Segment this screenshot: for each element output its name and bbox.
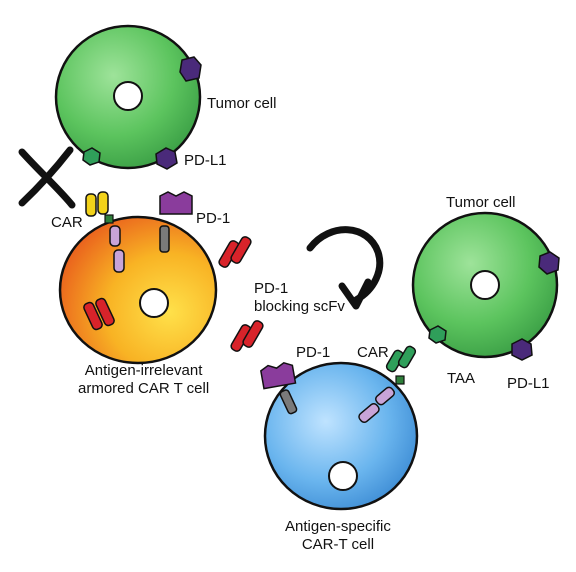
label-tumor-cell-right: Tumor cell: [446, 194, 516, 211]
armored-car-t-cell: [58, 191, 218, 365]
label-tumor-cell-top: Tumor cell: [207, 95, 277, 112]
label-armored-line1: Antigen-irrelevant: [84, 362, 203, 379]
label-pd1-blocking-line1: PD-1: [254, 280, 289, 297]
pd1-receptor-left: [159, 191, 193, 253]
taa-marker: [428, 325, 447, 344]
pdl1-marker-right-lower: [511, 338, 533, 361]
label-specific-line1: Antigen-specific: [285, 518, 391, 535]
antigen-marker-top: [82, 147, 101, 166]
specific-car-t-cell: [260, 345, 419, 511]
label-pd1-left: PD-1: [196, 210, 231, 227]
pd1-receptor-bottom: [260, 361, 298, 415]
car-receptor-bottom: [358, 345, 417, 424]
label-specific-line2: CAR-T cell: [301, 536, 375, 553]
tumor-cell-top: [54, 24, 202, 170]
pdl1-marker-top-right: [179, 56, 202, 82]
label-armored-line2: armored CAR T cell: [78, 380, 210, 397]
scfv-pair-upper: [218, 236, 252, 268]
label-armored-car-t: Antigen-irrelevant armored CAR T cell: [78, 362, 209, 398]
label-antigen-specific: Antigen-specific CAR-T cell: [285, 518, 391, 554]
car-receptor-left: [85, 191, 125, 273]
x-mark-icon: [18, 146, 76, 209]
scfv-pair-lower: [230, 320, 264, 352]
label-pdl1-top: PD-L1: [184, 152, 227, 169]
label-pd1-blocking-scfv: PD-1 blocking scFv: [254, 280, 345, 316]
label-car-left: CAR: [51, 214, 83, 231]
label-pd1-bottom: PD-1: [296, 344, 331, 361]
label-pd1-blocking-line2: blocking scFv: [254, 298, 345, 315]
scfv-inside: [83, 297, 115, 331]
label-taa: TAA: [447, 370, 476, 387]
tumor-cell-right: [411, 211, 560, 361]
label-car-bottom: CAR: [357, 344, 389, 361]
pdl1-marker-right-upper: [538, 251, 560, 275]
pdl1-marker-top-bottom: [155, 147, 178, 170]
curved-arrow-icon: [306, 226, 384, 310]
label-pdl1-right: PD-L1: [507, 375, 550, 392]
